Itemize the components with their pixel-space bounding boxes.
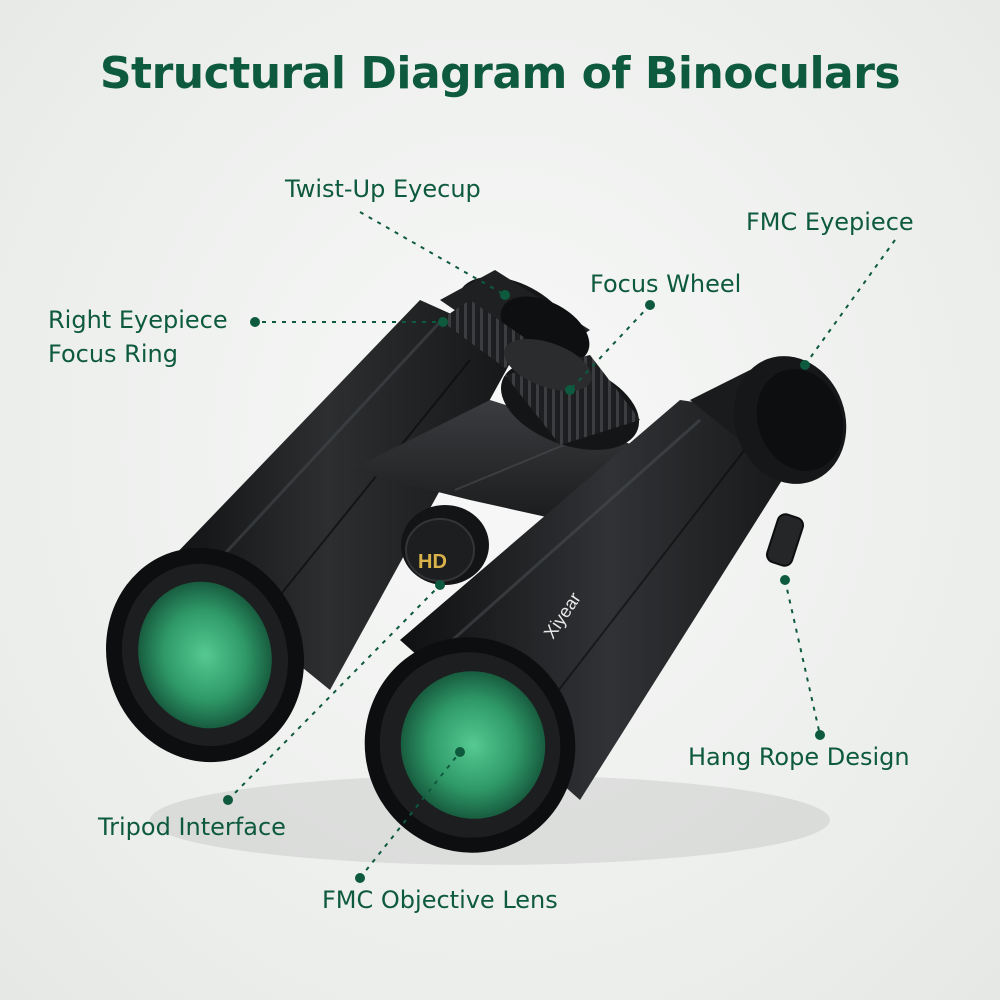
label-twist-up-eyecup: Twist-Up Eyecup [285,172,481,206]
label-hang-rope-design-text: Hang Rope Design [688,743,910,771]
label-fmc-eyepiece: FMC Eyepiece [746,205,914,239]
page-title: Structural Diagram of Binoculars [99,48,901,99]
hd-badge: HD [418,551,447,573]
hang-rope-lug [765,513,805,567]
label-fmc-eyepiece-text: FMC Eyepiece [746,208,914,236]
label-twist-up-eyecup-text: Twist-Up Eyecup [285,175,481,203]
label-tripod-interface: Tripod Interface [98,810,286,844]
label-hang-rope-design: Hang Rope Design [688,740,910,774]
tripod-knob [401,505,489,585]
left-objective-lens [106,547,304,763]
label-focus-wheel-text: Focus Wheel [590,270,742,298]
label-fmc-objective-lens: FMC Objective Lens [322,883,558,917]
focus-wheel [500,339,640,450]
callouts [227,211,896,879]
label-right-eyepiece-line1: Right Eyepiece [48,306,228,334]
label-right-eyepiece-line2: Focus Ring [48,340,178,368]
label-tripod-interface-text: Tripod Interface [98,813,286,841]
right-eyecup [690,356,847,484]
label-focus-wheel: Focus Wheel [590,267,741,301]
label-fmc-objective-lens-text: FMC Objective Lens [322,886,558,914]
callout-dots [223,290,825,883]
label-right-eyepiece-focus-ring: Right Eyepiece Focus Ring [48,303,228,371]
